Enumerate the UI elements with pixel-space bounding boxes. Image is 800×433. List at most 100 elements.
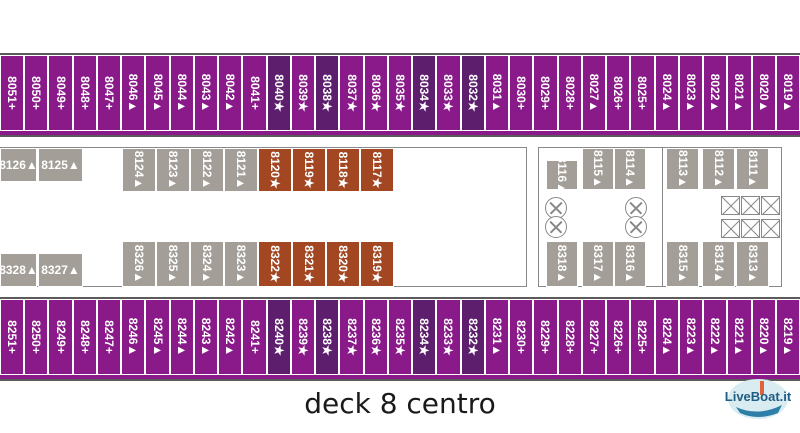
cabin[interactable]: 8115▲ (582, 148, 614, 190)
cabin[interactable]: 8229+ (533, 299, 558, 375)
cabin[interactable]: 8024▲ (654, 55, 679, 131)
cabin[interactable]: 8314▲ (702, 241, 735, 287)
cabin[interactable]: 8232★ (460, 299, 485, 375)
cabin[interactable]: 8040★ (266, 55, 291, 131)
cabin[interactable]: 8245▲ (145, 299, 170, 375)
cabin[interactable]: 8021▲ (727, 55, 752, 131)
cabin[interactable]: 8223▲ (678, 299, 704, 375)
cabin[interactable]: 8050+ (24, 55, 49, 131)
cabin[interactable]: 8233★ (436, 299, 461, 375)
cabin[interactable]: 8035★ (387, 55, 413, 131)
cabin[interactable]: 8248+ (72, 299, 97, 375)
cabin[interactable]: 8032★ (460, 55, 485, 131)
cabin[interactable]: 8246▲ (121, 299, 146, 375)
cabin[interactable]: 8036★ (363, 55, 388, 131)
cabin[interactable]: 8026+ (606, 55, 631, 131)
cabin[interactable]: 8249+ (48, 299, 73, 375)
cabin[interactable]: 8236★ (363, 299, 388, 375)
cabin[interactable]: 8315▲ (666, 241, 699, 287)
cabin[interactable]: 8237★ (339, 299, 364, 375)
cabin[interactable]: 8117★ (360, 148, 394, 192)
cabin[interactable]: 8234★ (412, 299, 437, 375)
cabin[interactable]: 8038★ (315, 55, 340, 131)
cabin[interactable]: 8118★ (326, 148, 360, 192)
cabin[interactable]: 8043▲ (193, 55, 219, 131)
cabin[interactable]: 8019▲ (775, 55, 800, 131)
cabin[interactable]: 8029+ (533, 55, 558, 131)
cabin[interactable]: 8241+ (242, 299, 267, 375)
cabin[interactable]: 8042▲ (218, 55, 243, 131)
cabin[interactable]: 8124▲ (122, 148, 156, 192)
cabin[interactable]: 8328▲ (0, 253, 38, 287)
cabin[interactable]: 8049+ (48, 55, 73, 131)
cabin[interactable]: 8235★ (387, 299, 413, 375)
cabin[interactable]: 8320★ (326, 241, 360, 287)
cabin[interactable]: 8243▲ (193, 299, 219, 375)
cabin[interactable]: 8020▲ (751, 55, 776, 131)
cabin[interactable]: 8030+ (509, 55, 534, 131)
cabin[interactable]: 8111▲ (736, 148, 769, 190)
cabin[interactable]: 8239★ (290, 299, 316, 375)
cabin[interactable]: 8125▲ (38, 148, 83, 182)
cabin[interactable]: 8047+ (96, 55, 122, 131)
cabin[interactable]: 8250+ (24, 299, 49, 375)
cabin[interactable]: 8123▲ (156, 148, 190, 192)
cabin[interactable]: 8240★ (266, 299, 291, 375)
cabin[interactable]: 8116▲ (546, 156, 578, 194)
cabin[interactable]: 8220▲ (751, 299, 776, 375)
cabin[interactable]: 8122▲ (190, 148, 224, 192)
cabin[interactable]: 8031▲ (484, 55, 510, 131)
cabin[interactable]: 8023▲ (678, 55, 704, 131)
cabin-number: 8325▲ (166, 244, 180, 284)
cabin[interactable]: 8027▲ (581, 55, 607, 131)
cabin[interactable]: 8041+ (242, 55, 267, 131)
cabin[interactable]: 8251+ (0, 299, 25, 375)
cabin[interactable]: 8051+ (0, 55, 25, 131)
cabin[interactable]: 8219▲ (775, 299, 800, 375)
cabin[interactable]: 8318▲ (546, 241, 578, 287)
cabin[interactable]: 8322★ (258, 241, 292, 287)
cabin[interactable]: 8039★ (290, 55, 316, 131)
cabin[interactable]: 8114▲ (614, 148, 646, 190)
cabin[interactable]: 8037★ (339, 55, 364, 131)
cabin[interactable]: 8326▲ (122, 241, 156, 287)
cabin[interactable]: 8120★ (258, 148, 292, 192)
cabin[interactable]: 8126▲ (0, 148, 38, 182)
cabin[interactable]: 8242▲ (218, 299, 243, 375)
cabin[interactable]: 8324▲ (190, 241, 224, 287)
cabin[interactable]: 8238★ (315, 299, 340, 375)
cabin[interactable]: 8028+ (557, 55, 582, 131)
cabin[interactable]: 8033★ (436, 55, 461, 131)
cabin[interactable]: 8022▲ (703, 55, 728, 131)
cabin[interactable]: 8321★ (292, 241, 326, 287)
cabin[interactable]: 8112▲ (702, 148, 735, 190)
cabin[interactable]: 8048+ (72, 55, 97, 131)
cabin[interactable]: 8317▲ (582, 241, 614, 287)
cabin[interactable]: 8034★ (412, 55, 437, 131)
cabin[interactable]: 8247+ (96, 299, 122, 375)
cabin[interactable]: 8121▲ (224, 148, 258, 192)
cabin[interactable]: 8231▲ (484, 299, 510, 375)
cabin-number: 8234★ (417, 318, 432, 356)
cabin[interactable]: 8044▲ (169, 55, 194, 131)
cabin[interactable]: 8313▲ (736, 241, 769, 287)
cabin[interactable]: 8228+ (557, 299, 582, 375)
cabin[interactable]: 8325▲ (156, 241, 190, 287)
cabin[interactable]: 8225+ (630, 299, 655, 375)
cabin[interactable]: 8046▲ (121, 55, 146, 131)
cabin[interactable]: 8025+ (630, 55, 655, 131)
cabin[interactable]: 8319★ (360, 241, 394, 287)
cabin[interactable]: 8119★ (292, 148, 326, 192)
cabin[interactable]: 8227+ (581, 299, 607, 375)
cabin[interactable]: 8230+ (509, 299, 534, 375)
cabin[interactable]: 8224▲ (654, 299, 679, 375)
cabin[interactable]: 8221▲ (727, 299, 752, 375)
cabin[interactable]: 8316▲ (614, 241, 646, 287)
cabin[interactable]: 8113▲ (666, 148, 699, 190)
cabin[interactable]: 8327▲ (38, 253, 83, 287)
cabin[interactable]: 8323▲ (224, 241, 258, 287)
cabin[interactable]: 8244▲ (169, 299, 194, 375)
cabin[interactable]: 8226+ (606, 299, 631, 375)
cabin[interactable]: 8222▲ (703, 299, 728, 375)
cabin[interactable]: 8045▲ (145, 55, 170, 131)
